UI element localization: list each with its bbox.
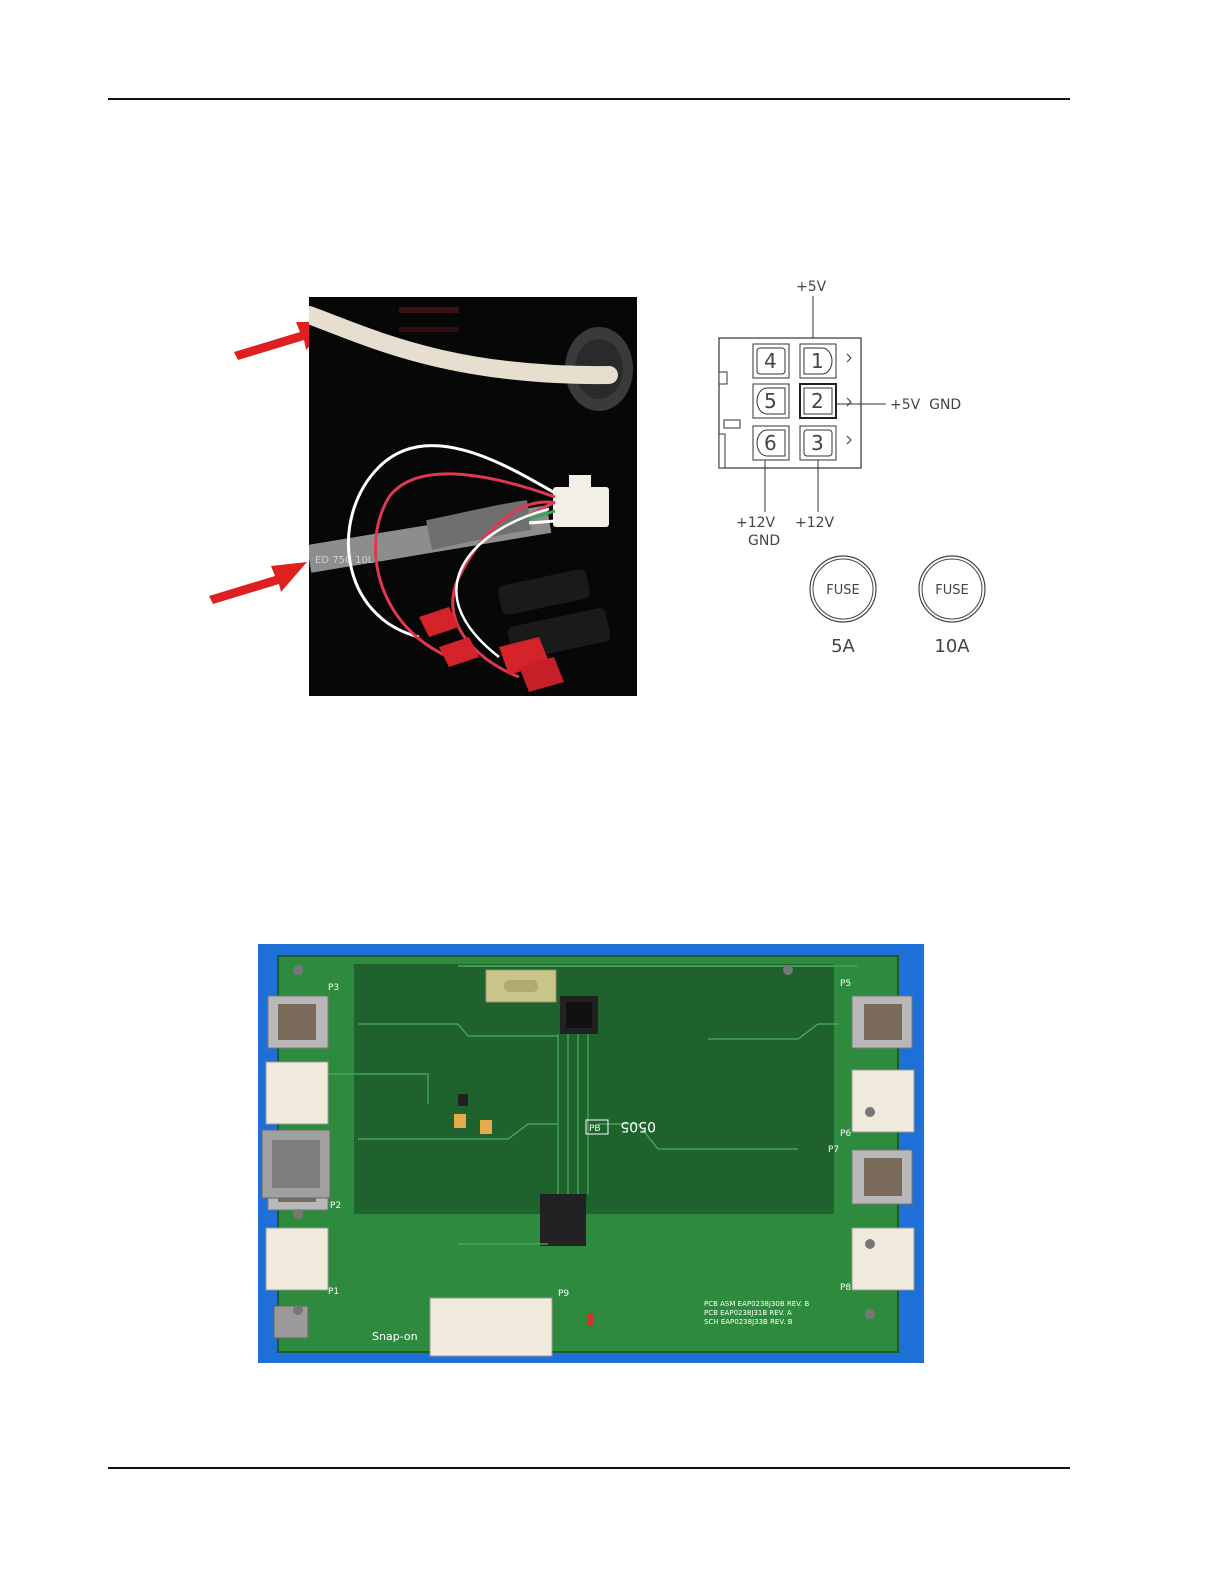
pb-mark: PB (589, 1124, 601, 1134)
svg-text:1: 1 (811, 349, 824, 373)
label-p1: P1 (328, 1287, 339, 1297)
brand-label: Snap-on (372, 1330, 418, 1343)
fuse-5a: FUSE 5A (810, 556, 876, 657)
label-5v-top: +5V (796, 279, 827, 295)
arrow-bottom (205, 552, 315, 608)
svg-text:5A: 5A (831, 636, 855, 657)
label-p5: P5 (840, 979, 851, 989)
label-12v-right: +12V (795, 515, 835, 531)
pin-4: 4 (753, 344, 789, 378)
cable-print: ED 75C 10L (315, 555, 374, 566)
svg-text:2: 2 (811, 389, 824, 413)
pin-1: 1 (800, 344, 836, 378)
svg-text:FUSE: FUSE (935, 583, 968, 598)
pin-2: 2 (800, 384, 836, 418)
pcb-photo: P3 P5 P6 P7 P2 P1 P8 P9 Snap-on PB 0505 … (258, 944, 924, 1363)
pin-3: 3 (800, 426, 836, 460)
svg-text:5: 5 (764, 389, 777, 413)
svg-text:10A: 10A (934, 636, 970, 657)
wiring-photo: ED 75C 10L (309, 297, 637, 696)
connector-diagram: +5V 4 1 5 2 6 3 +5V GND +12V GND +12 (700, 270, 1020, 680)
assembly-label: PCB ASM EAP0238J30B REV. B (704, 1300, 810, 1308)
pcb-label: PCB EAP0238J31B REV. A (704, 1309, 792, 1317)
label-5v-gnd: +5V GND (890, 397, 961, 413)
header-rule (108, 98, 1070, 100)
label-p3: P3 (328, 983, 339, 993)
svg-text:3: 3 (811, 431, 824, 455)
svg-text:FUSE: FUSE (826, 583, 859, 598)
pin-6: 6 (753, 426, 789, 460)
wiring-photo-art: ED 75C 10L (309, 297, 637, 696)
svg-text:6: 6 (764, 431, 777, 455)
label-12v-left: +12V (736, 515, 776, 531)
label-p7: P7 (828, 1145, 839, 1155)
pin-5: 5 (753, 384, 789, 418)
svg-text:4: 4 (764, 349, 777, 373)
schematic-label: SCH EAP0238J33B REV. B (704, 1318, 793, 1326)
footer-rule (108, 1467, 1070, 1469)
date-code: 0505 (620, 1118, 656, 1134)
fuse-10a: FUSE 10A (919, 556, 985, 657)
label-p2: P2 (330, 1201, 341, 1211)
label-gnd-left: GND (748, 533, 780, 549)
label-p6: P6 (840, 1129, 851, 1139)
label-p8: P8 (840, 1283, 851, 1293)
pcb-art: P3 P5 P6 P7 P2 P1 P8 P9 Snap-on PB 0505 … (258, 944, 924, 1363)
label-p9: P9 (558, 1289, 569, 1299)
